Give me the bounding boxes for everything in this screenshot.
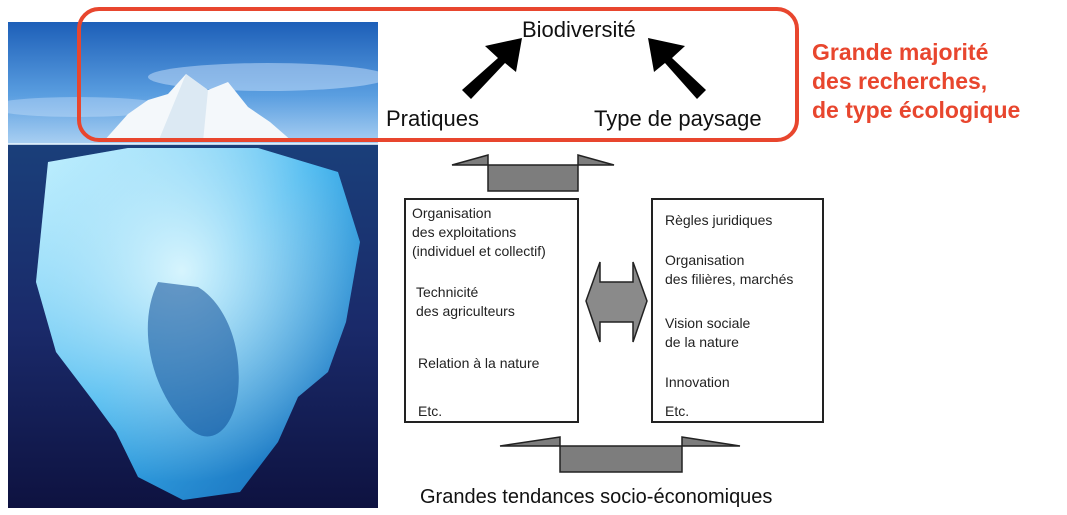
landscape-type-label: Type de paysage [594,106,762,131]
list-item: Etc. [665,403,690,419]
list-item: Règles juridiques [665,212,773,228]
note-line: de type écologique [812,97,1021,123]
landscape-to-biodiversity-arrow [648,38,706,99]
upward-grey-arrow-bottom [499,436,741,473]
societal-factors-box: Règles juridiques Organisation des filiè… [651,198,824,423]
list-item: Vision sociale de la nature [665,315,751,350]
farm-level-factors-box: Organisation des exploitations (individu… [404,198,579,423]
list-item: Organisation des filières, marchés [665,252,794,287]
two-way-grey-arrow [585,261,648,343]
biodiversity-label: Biodiversité [522,17,636,42]
list-item: Innovation [665,374,730,390]
note-line: des recherches, [812,68,988,94]
practices-label: Pratiques [386,106,479,131]
upward-grey-arrow-top [451,154,615,192]
socio-economic-trends-caption: Grandes tendances socio-économiques [420,486,773,508]
research-focus-frame [77,7,799,142]
list-item: Technicité des agriculteurs [416,284,515,319]
iceberg-image [8,22,378,508]
research-note: Grande majorité des recherches, de type … [812,38,1062,125]
list-item: Relation à la nature [418,355,540,371]
practices-to-biodiversity-arrow [462,38,522,99]
list-item: Organisation des exploitations (individu… [412,205,546,259]
list-item: Etc. [418,403,443,419]
note-line: Grande majorité [812,39,989,65]
